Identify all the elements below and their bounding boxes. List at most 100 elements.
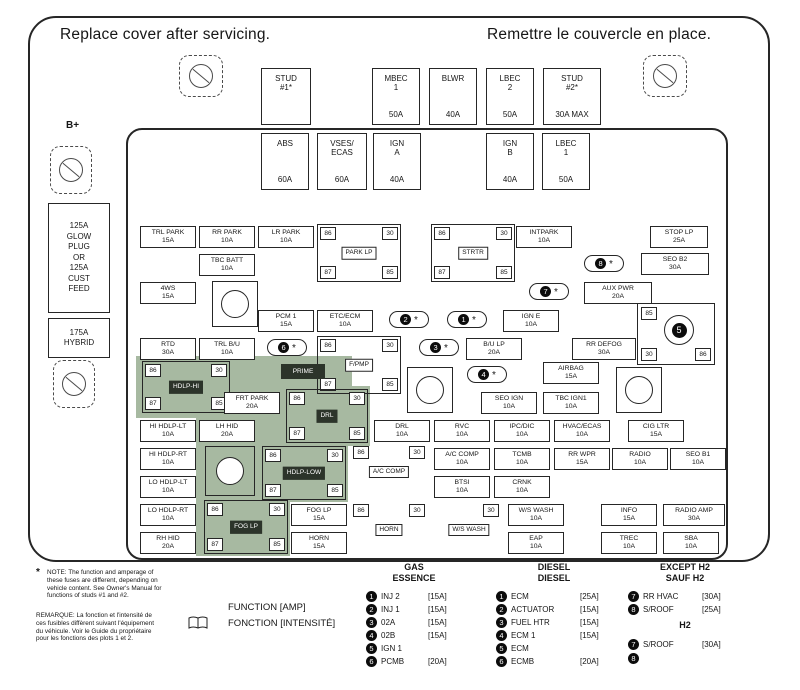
fuse-name: AIRBAG: [558, 364, 584, 372]
fuse-amp: 10A: [161, 515, 175, 522]
marker-asterisk: *: [444, 342, 448, 354]
relay-socket: [205, 446, 255, 496]
relay-terminal: 30: [496, 227, 512, 240]
fuse-name: FOG LP: [306, 506, 332, 514]
note-french: REMARQUE: La fonction et l'intensité de …: [36, 612, 154, 643]
relay-socket: [212, 281, 258, 327]
relay-terminal: 30: [269, 503, 285, 516]
fuse-amp: 15A: [564, 373, 578, 380]
fuse-stud-1: STUD #1*: [261, 68, 311, 125]
fuse-amp: 30A MAX: [555, 110, 589, 119]
relay-terminal: 85: [641, 307, 657, 320]
b-plus-label: B+: [66, 120, 80, 131]
fuse-amp: 15A: [622, 515, 636, 522]
fuse-name: ABS: [276, 139, 293, 148]
legend-item-h2-8: 8: [628, 652, 643, 664]
legend-item-gas-5: 5 IGN 1: [366, 642, 402, 654]
marker-number: 5: [671, 322, 687, 338]
fuse-name: IGN A: [389, 139, 405, 157]
fuse-amp: 15A: [279, 321, 293, 328]
legend-num: 5: [366, 642, 377, 654]
legend-label: IGN 1: [381, 643, 402, 653]
fuse-name: AUX PWR: [602, 284, 634, 292]
legend-label: PCMB: [381, 656, 405, 666]
fuse-name: RADIO: [629, 450, 651, 458]
fuse-name: TRL B/U: [214, 340, 240, 348]
fuse-name: HI HDLP-LT: [149, 422, 187, 430]
fuse-name: B/U LP: [483, 340, 505, 348]
fuse-amp: 10A: [455, 487, 469, 494]
fuse-name: HORN: [308, 534, 329, 542]
relay-terminal: 30: [641, 348, 657, 361]
fuse-name: RTD: [161, 340, 175, 348]
fuse-name: LO HDLP-LT: [148, 478, 188, 486]
relay-label: F/PMP: [345, 358, 373, 372]
marker-number: 1: [458, 314, 470, 325]
fuse-amp: 15A: [161, 293, 175, 300]
fuse-amp: 30A: [668, 264, 682, 271]
legend-label: ECM 1: [511, 630, 536, 640]
relay-terminal: 87: [145, 397, 161, 410]
relay-terminal: 85: [496, 266, 512, 279]
fuse-stud-2: STUD #2*30A MAX: [543, 68, 601, 125]
fuse-name: 4WS: [160, 284, 176, 292]
legend-header-diesel: DIESEL DIESEL: [537, 562, 571, 583]
fuse-name: TREC: [619, 534, 639, 542]
book-icon: [188, 616, 208, 635]
legend-amp: [15A]: [580, 604, 599, 614]
relay-terminal: 86: [320, 227, 336, 240]
fuse-name: SEO B1: [685, 450, 711, 458]
header-right-title: Remettre le couvercle en place.: [487, 26, 712, 43]
relay-terminal: 87: [207, 538, 223, 551]
marker-8: 8*: [584, 255, 624, 272]
fuse-name: LBEC 2: [499, 74, 521, 92]
fuse-amp: 10A: [564, 403, 578, 410]
legend-num: 5: [496, 642, 507, 654]
fuse-name: SEO IGN: [494, 394, 524, 402]
fuse-name: INTPARK: [529, 228, 559, 236]
note-english: NOTE: The function and amperage of these…: [47, 569, 162, 600]
relay-terminal: 30: [409, 504, 425, 517]
marker-number: 8: [595, 258, 607, 269]
fuse-amp: 10A: [515, 431, 529, 438]
fuse-amp: 10A: [161, 487, 175, 494]
fuse-amp: 50A: [502, 110, 518, 119]
relay-terminal: 86: [320, 339, 336, 352]
relay-terminal: 86: [695, 348, 711, 361]
screw-icon: [53, 360, 95, 408]
relay-terminal: 85: [349, 427, 365, 440]
fuse-name: MBEC 1: [384, 74, 408, 92]
screw-icon: [50, 146, 92, 194]
relay-socket: [616, 367, 662, 413]
legend-amp: [15A]: [580, 617, 599, 627]
relay-terminal: 30: [483, 504, 499, 517]
fuse-amp: 10A: [220, 349, 234, 356]
marker-asterisk: *: [292, 342, 296, 354]
legend-num: 3: [366, 616, 377, 628]
fuse-amp: 10A: [161, 459, 175, 466]
fuse-amp: 15A: [575, 459, 589, 466]
legend-amp: [15A]: [428, 604, 447, 614]
